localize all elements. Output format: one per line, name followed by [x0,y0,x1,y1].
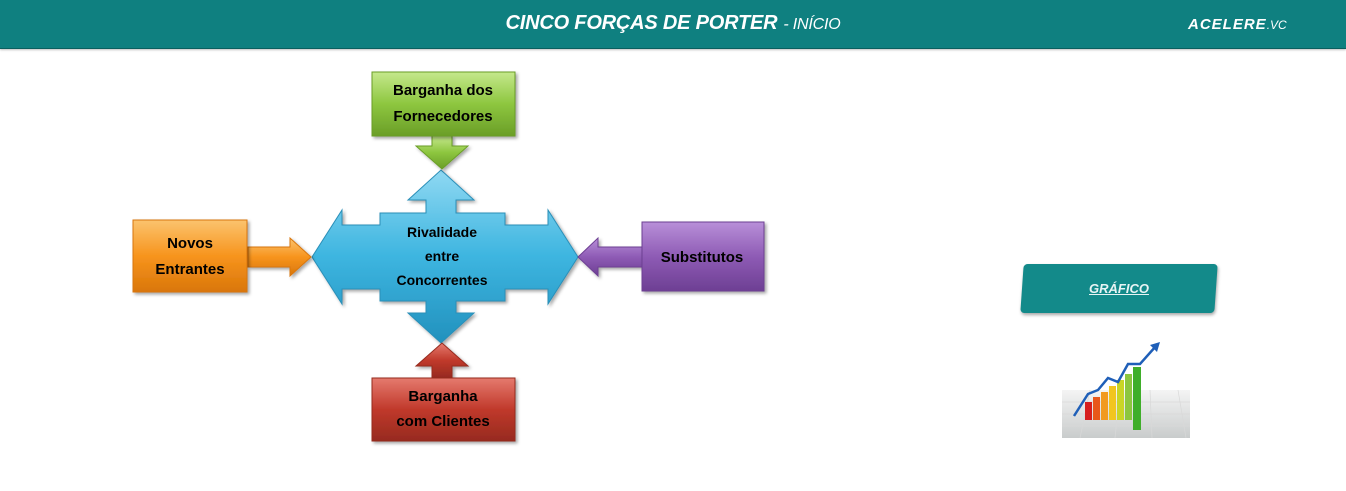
grafico-button[interactable]: GRÁFICO [1020,264,1218,313]
grafico-button-label: GRÁFICO [1089,281,1149,296]
arrow-from-new-entrants [247,236,312,278]
new-entrants-label-line2: Entrantes [155,261,224,278]
supplier-label-line2: Fornecedores [393,108,492,125]
brand-logo-main: ACELERE [1188,16,1267,33]
center-four-way-arrow [311,169,579,344]
page-title-main: CINCO FORÇAS DE PORTER [505,12,778,34]
arrow-from-substitutes [577,236,643,278]
clients-label-line1: Barganha [408,388,478,405]
bar-chart-growth-icon[interactable] [1060,340,1192,440]
supplier-label-line1: Barganha dos [393,82,493,99]
center-label-line3: Concorrentes [396,272,487,288]
page-title-subtitle: - INÍCIO [783,16,841,33]
porter-five-forces-diagram: Barganha dos Fornecedores Novos Entrante… [132,71,765,442]
center-label-line1: Rivalidade [407,224,477,240]
arrow-from-suppliers [414,135,470,170]
header-bar: CINCO FORÇAS DE PORTER - INÍCIO ACELERE.V… [0,0,1346,49]
box-client-bargaining [371,377,516,442]
clients-label-line2: com Clientes [396,413,489,430]
substitutes-label: Substitutos [661,249,744,266]
box-substitutes [641,221,765,292]
brand-logo: ACELERE.VC [1188,16,1287,33]
brand-logo-suffix: .VC [1266,18,1287,32]
arrow-from-clients [414,342,470,379]
new-entrants-label-line1: Novos [167,235,213,252]
box-supplier-bargaining [371,71,516,137]
page-title: CINCO FORÇAS DE PORTER - INÍCIO [0,12,1346,35]
center-label-line2: entre [425,248,459,264]
box-new-entrants [132,219,248,293]
